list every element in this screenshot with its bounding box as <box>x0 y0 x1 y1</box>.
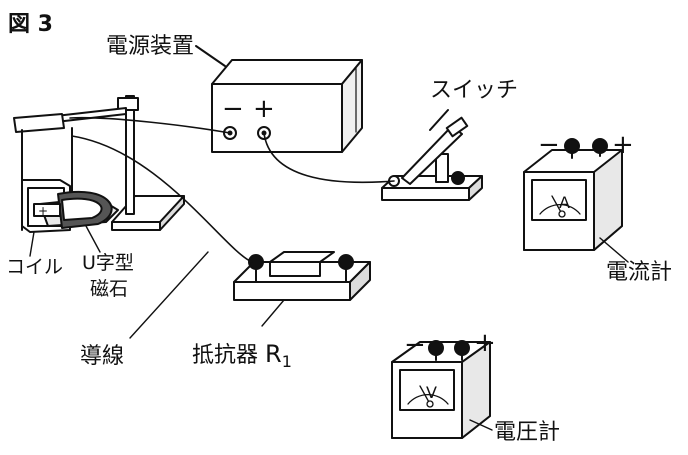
coil-leader <box>29 231 35 257</box>
voltmeter-leader <box>469 419 493 431</box>
voltmeter-negative-sign: − <box>404 330 426 360</box>
power-supply-leader <box>195 45 226 67</box>
wire-leader <box>129 251 209 339</box>
ammeter-label: 電流計 <box>606 260 673 285</box>
ammeter-positive-sign: + <box>612 130 634 160</box>
wire-label: 導線 <box>80 344 125 369</box>
resistor <box>233 251 371 301</box>
switch-leader <box>429 109 449 131</box>
magnet-label-line1: U字型 <box>82 252 134 274</box>
power-supply-label: 電源装置 <box>106 34 195 59</box>
coil-apparatus <box>13 95 185 233</box>
resistor-symbol: R <box>265 340 282 368</box>
resistor-subscript: 1 <box>281 352 292 371</box>
coil-label: コイル <box>6 256 64 278</box>
ammeter-negative-sign: − <box>538 130 560 160</box>
power-positive-sign: + <box>253 94 275 124</box>
magnet-pole-label: + <box>38 204 48 218</box>
resistor-leader <box>261 299 285 327</box>
ammeter-leader <box>599 237 629 263</box>
voltmeter-label: 電圧計 <box>494 420 561 445</box>
ammeter <box>523 138 623 251</box>
switch-label: スイッチ <box>430 78 519 103</box>
knife-switch <box>381 116 483 201</box>
power-negative-sign: − <box>222 94 244 124</box>
voltmeter <box>391 340 491 439</box>
resistor-label-text: 抵抗器 <box>192 343 259 368</box>
voltmeter-dial-letter: V <box>426 383 437 402</box>
magnet-leader <box>85 225 101 253</box>
wires <box>69 116 395 263</box>
figure-label: 図 3 <box>8 12 53 37</box>
ammeter-dial-letter: A <box>559 193 570 212</box>
voltmeter-positive-sign: + <box>474 328 496 358</box>
resistor-label: 抵抗器 R1 <box>192 340 292 370</box>
magnet-label-line2: 磁石 <box>90 278 129 300</box>
